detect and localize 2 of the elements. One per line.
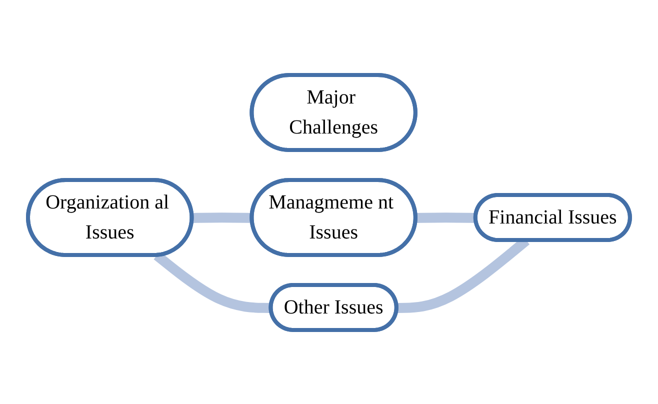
connector — [192, 212, 252, 222]
connector — [416, 212, 476, 222]
